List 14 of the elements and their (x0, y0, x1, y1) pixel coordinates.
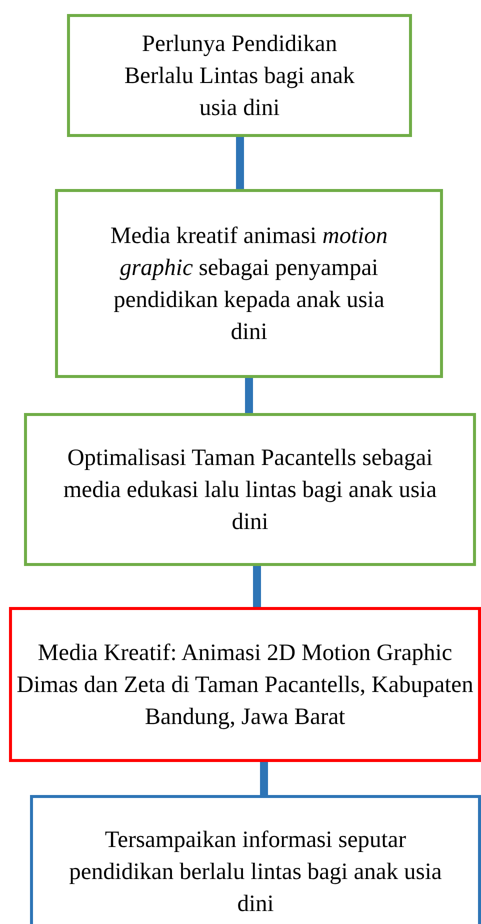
connector-line (236, 137, 244, 189)
box-text: Media kreatif animasi motion graphic sebagai penyampai pendidikan kepada anak usia dini (110, 222, 388, 346)
connector-line (253, 566, 261, 607)
process-box (30, 795, 481, 924)
process-box (67, 14, 412, 137)
process-box (9, 607, 481, 762)
process-box (24, 413, 476, 566)
box-text: Perlunya Pendidikan Berlalu Lintas bagi anak usia dini (123, 30, 356, 122)
box-text: Tersampaikan informasi seputar pendidikan berlalu lintas bagi anak usia dini (68, 826, 443, 919)
box-text: Media Kreatif: Animasi 2D Motion Graphic Dimas dan Zeta di Taman Pacantells, Kabupaten Bandung, Jawa Barat (16, 638, 474, 732)
connector-line (260, 762, 268, 795)
connector-line (245, 378, 253, 413)
process-box (55, 189, 443, 378)
box-text: Optimalisasi Taman Pacantells sebagai media edukasi lalu lintas bagi anak usia dini (62, 444, 438, 536)
